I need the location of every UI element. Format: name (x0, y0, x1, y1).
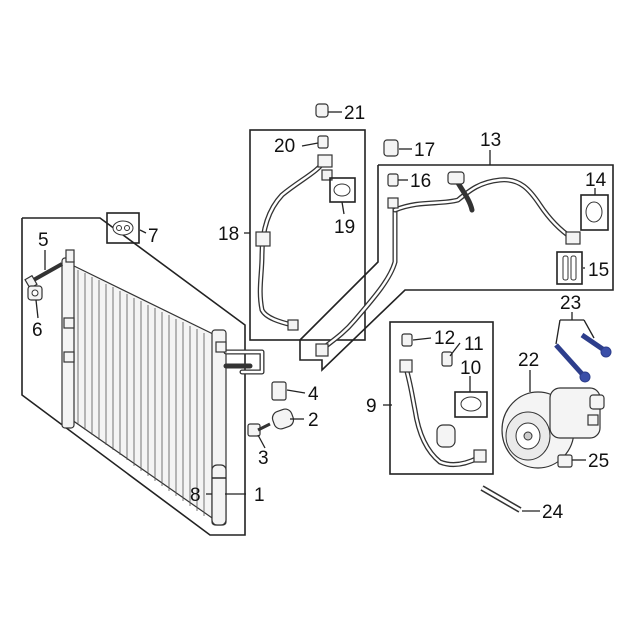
callout-4: 4 (308, 384, 319, 405)
callout-12: 12 (434, 328, 455, 349)
condenser-group-outline (21, 217, 246, 536)
hose-18-outline (249, 129, 366, 341)
hose-13-outline (299, 164, 614, 372)
compressor-stud (480, 485, 522, 513)
receiver-drier (211, 464, 227, 526)
callout-23: 23 (560, 293, 581, 314)
callout-15: 15 (588, 260, 609, 281)
callout-10: 10 (460, 358, 481, 379)
compressor-nut (557, 454, 573, 468)
callout-18: 18 (218, 224, 239, 245)
condenser-group (21, 217, 265, 536)
callout-1: 1 (254, 485, 265, 506)
callout-2: 2 (308, 410, 319, 431)
callout-17: 17 (414, 140, 435, 161)
callout-13: 13 (480, 130, 501, 151)
callout-24: 24 (542, 502, 564, 523)
condenser-core (61, 249, 265, 526)
callout-16: 16 (410, 171, 431, 192)
callout-19: 19 (334, 217, 355, 238)
callout-8: 8 (190, 485, 201, 506)
bracket-bolt (247, 422, 271, 437)
discharge-hose-group (249, 129, 366, 341)
leader-lines (35, 111, 596, 512)
mount-bolt (24, 262, 63, 290)
compressor-bolts[interactable] (554, 332, 612, 383)
hose-9-outline (389, 321, 494, 475)
callout-22: 22 (518, 350, 539, 371)
callout-7: 7 (148, 226, 159, 247)
callout-6: 6 (32, 320, 43, 341)
suction-hose-group (299, 164, 614, 372)
callout-3: 3 (258, 448, 269, 469)
service-cap-21 (315, 103, 329, 118)
callout-21: 21 (344, 103, 365, 124)
callout-25: 25 (588, 451, 609, 472)
callout-11: 11 (464, 334, 484, 355)
callout-labels: 1 2 3 4 5 6 7 8 9 10 11 12 13 14 15 16 1… (32, 103, 609, 523)
liquid-line-group (389, 321, 494, 475)
mount-bushing (27, 285, 43, 301)
gasket-kit-7 (106, 212, 140, 244)
bracket-clip (271, 381, 287, 401)
compressor (501, 387, 605, 469)
callout-14: 14 (585, 170, 607, 191)
callout-20: 20 (274, 136, 295, 157)
insulator-bushing (271, 408, 295, 430)
callout-9: 9 (366, 396, 377, 417)
service-cap-17 (383, 139, 399, 157)
callout-5: 5 (38, 230, 49, 251)
